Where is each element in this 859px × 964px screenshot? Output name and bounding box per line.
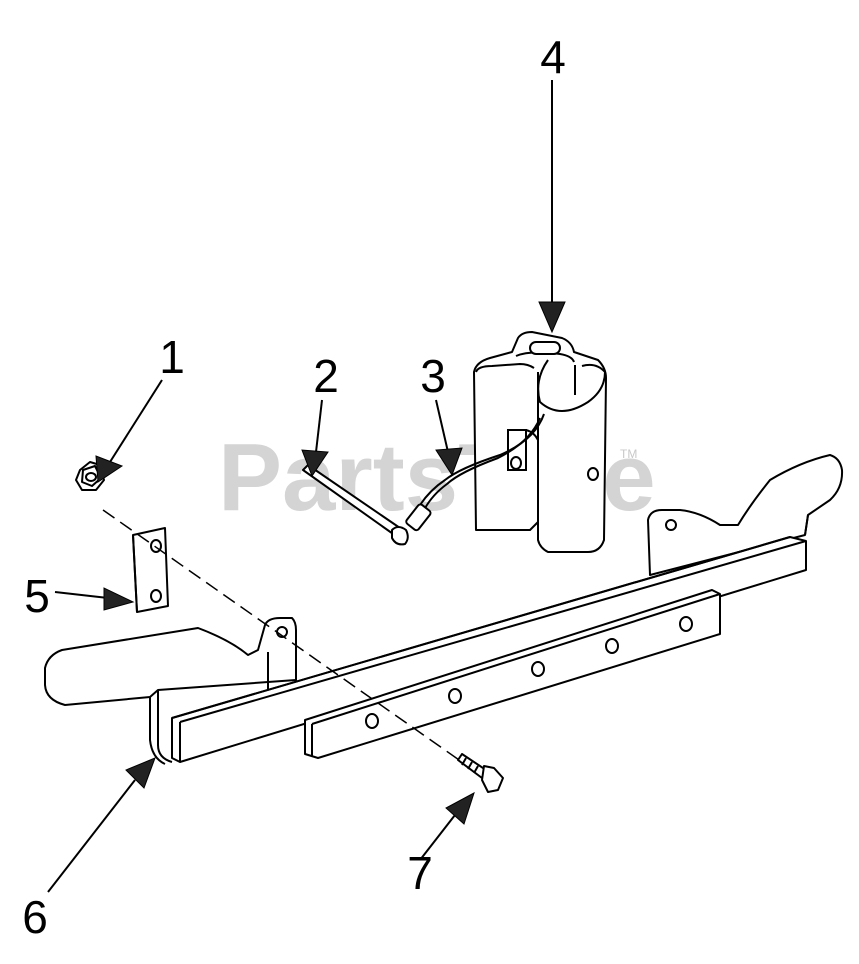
- alignment-dashed-line: [102, 509, 463, 763]
- callout-3: 3: [420, 350, 446, 402]
- bolt-part-7: [457, 753, 504, 793]
- callout-6: 6: [22, 891, 48, 943]
- hitch-frame-part-6: [44, 454, 844, 765]
- lanyard-part-3: [405, 359, 607, 532]
- callout-1: 1: [159, 331, 185, 383]
- callout-leaders: [47, 80, 566, 893]
- hitch-block-part-4: [473, 331, 607, 553]
- callout-4: 4: [540, 31, 566, 83]
- callout-7: 7: [407, 847, 433, 899]
- spacer-plate-part-5: [132, 527, 169, 613]
- callout-5: 5: [24, 570, 50, 622]
- watermark-trademark: TM: [620, 447, 637, 461]
- hitch-pin-part-2: [302, 464, 409, 546]
- callout-2: 2: [313, 350, 339, 402]
